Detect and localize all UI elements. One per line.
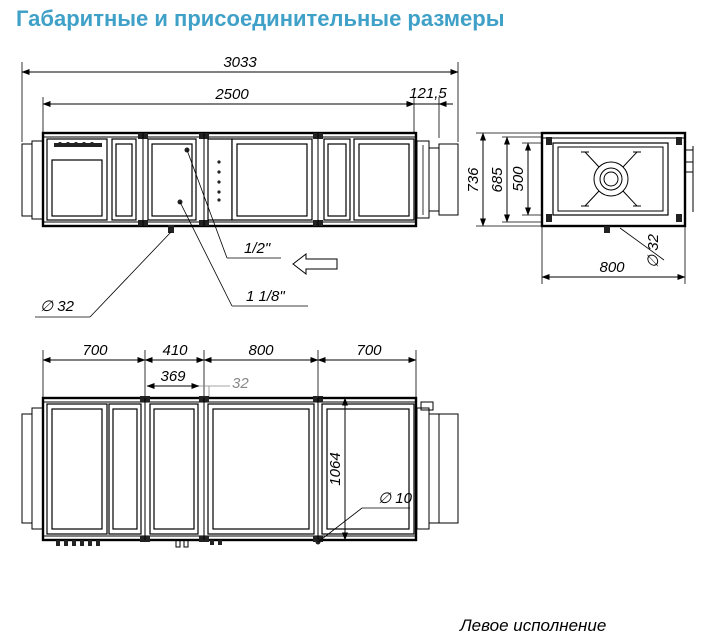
- leader-half-inch: 1/2": [184, 147, 281, 259]
- dim-sub-369: 369: [160, 368, 186, 385]
- dim-height-plan: 1064: [327, 452, 344, 485]
- pipe-label-one-eighth: 1 1/8": [246, 288, 285, 305]
- dim-flange-offset: 121,5: [400, 85, 453, 107]
- fan-icon: [581, 151, 641, 207]
- dim-overall-length: 3033: [21, 54, 459, 75]
- pipe-label-half-inch: 1/2": [244, 240, 271, 257]
- dim-body-length: 2500: [42, 86, 415, 107]
- dim-section-1: 700: [82, 342, 108, 359]
- dim-body-length-text: 2500: [214, 86, 249, 103]
- dim-flange-offset-text: 121,5: [409, 85, 447, 102]
- arrow-left-icon: [292, 252, 338, 276]
- dim-sub-32: 32: [232, 375, 249, 392]
- dim-height-body: 685: [489, 167, 506, 193]
- side-view: 736 685 500: [465, 131, 694, 284]
- drain-label-front: ∅ 32: [40, 298, 75, 315]
- dim-height-duct: 500: [510, 166, 527, 192]
- dim-width: 800: [599, 259, 625, 276]
- dim-section-3: 800: [248, 342, 274, 359]
- dim-section-2: 410: [162, 342, 188, 359]
- drain-label-side: ∅ 32: [645, 233, 662, 268]
- dim-section-4: 700: [356, 342, 382, 359]
- hole-label: ∅ 10: [378, 490, 413, 507]
- dim-overall-length-text: 3033: [223, 54, 257, 71]
- plan-view: 700 410 800 700 369 32: [21, 342, 459, 548]
- leader-one-eighth: 1 1/8": [177, 199, 308, 307]
- version-label: Левое исполнение: [460, 616, 607, 635]
- leader-drain-front: ∅ 32: [35, 225, 174, 318]
- page-title: Габаритные и присоединительные размеры: [16, 6, 505, 31]
- dim-height-total: 736: [465, 167, 482, 193]
- front-view: 3033 2500 121,5: [21, 54, 459, 318]
